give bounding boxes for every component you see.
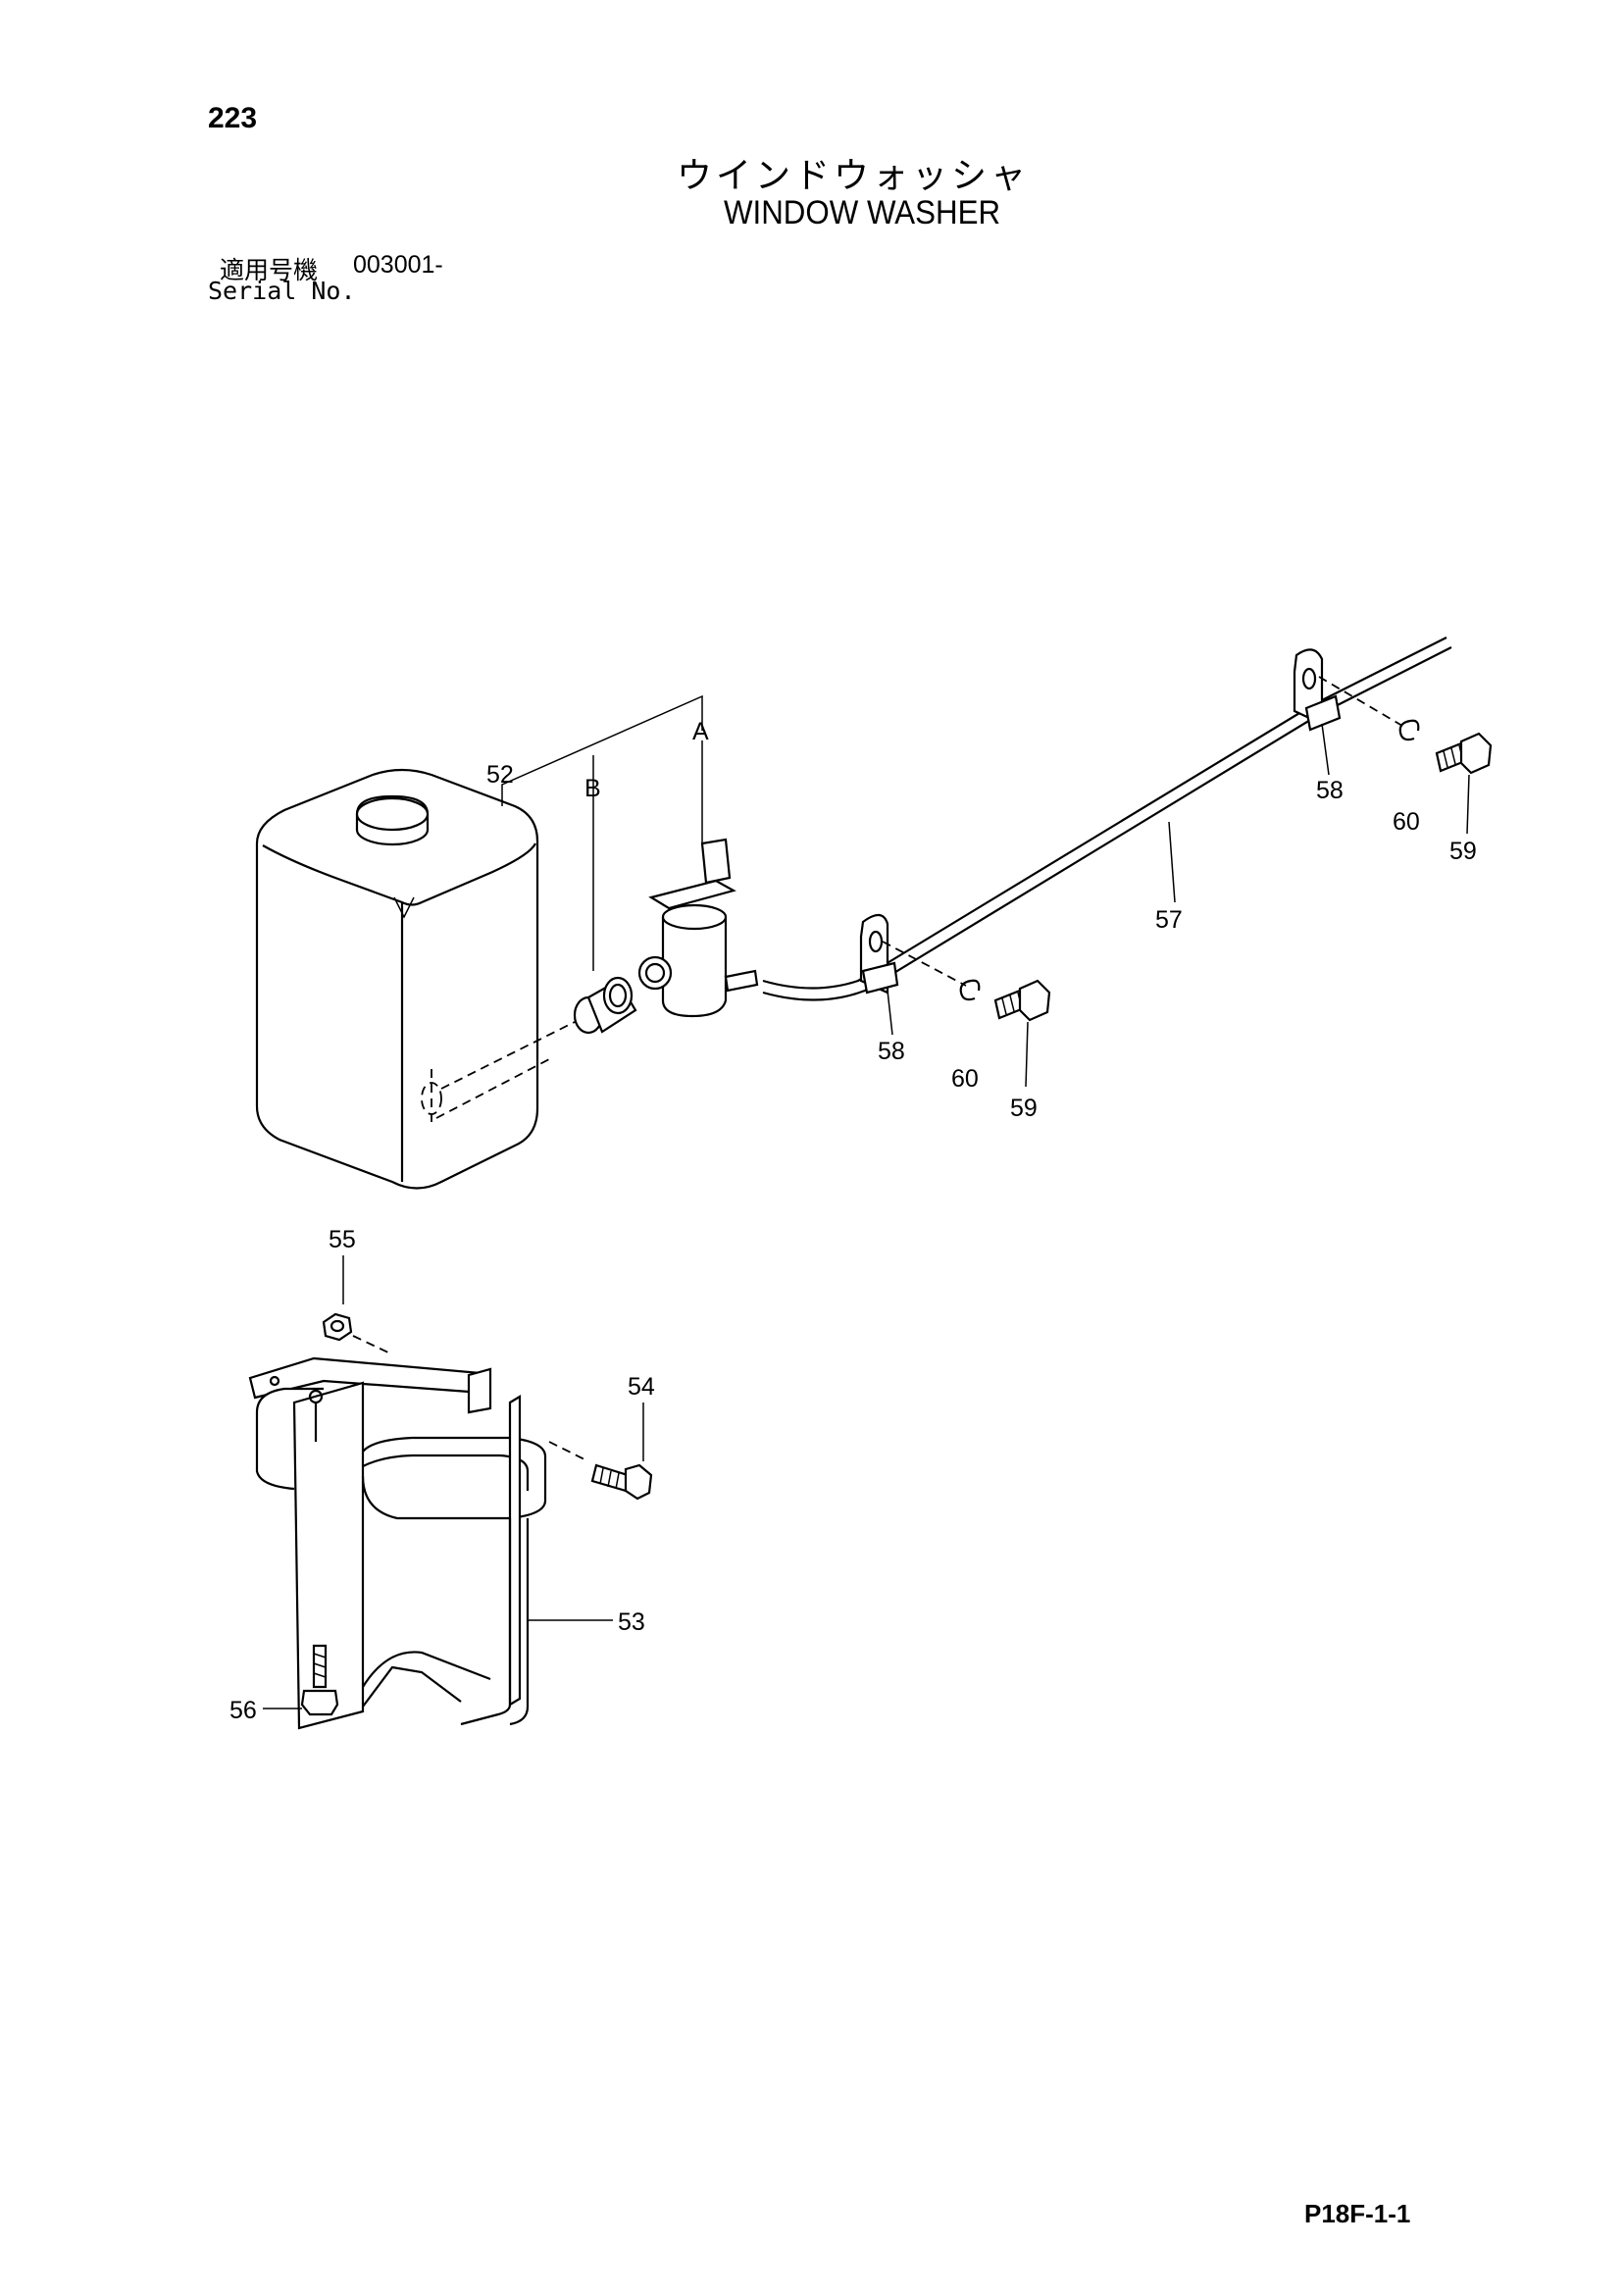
nut (322, 1312, 391, 1354)
hose-clamp-right (1293, 648, 1342, 732)
washer-hose (762, 637, 1452, 1001)
callout-58-right: 58 (1316, 777, 1344, 804)
callout-59-left: 59 (1010, 1095, 1038, 1122)
callout-60-right: 60 (1393, 808, 1420, 836)
callout-55: 55 (329, 1226, 356, 1253)
grommet (573, 976, 637, 1035)
callout-60-left: 60 (951, 1065, 979, 1093)
callout-57: 57 (1155, 906, 1183, 934)
hose-clamp-left (859, 913, 899, 995)
callout-b: B (584, 775, 601, 802)
callout-a: A (692, 718, 709, 745)
callout-56: 56 (229, 1697, 257, 1724)
washer-pump (637, 838, 759, 1018)
page-title-japanese: ウインドウォッシャ (677, 156, 1031, 196)
serial-label-japanese: 適用号機 (220, 256, 319, 284)
callout-52: 52 (486, 761, 514, 789)
serial-number-value: 003001- (353, 251, 443, 279)
callout-59-right: 59 (1449, 838, 1477, 865)
bracket-screw (300, 1644, 339, 1716)
bracket-bolt (548, 1441, 653, 1501)
callout-58-left: 58 (878, 1038, 905, 1065)
bolt-left (993, 979, 1051, 1022)
callout-53: 53 (618, 1608, 645, 1636)
serial-label: Serial No. (208, 277, 356, 305)
tank-bracket (248, 1356, 547, 1730)
spring-washer-left (959, 979, 981, 1001)
page-title: WINDOW WASHER (724, 194, 1001, 231)
figure-code: P18F-1-1 (1304, 2199, 1411, 2228)
washer-tank (255, 768, 580, 1190)
bolt-right (1435, 732, 1493, 775)
callout-54: 54 (628, 1373, 655, 1401)
spring-washer-right (1398, 719, 1420, 741)
page-number: 223 (208, 102, 258, 134)
